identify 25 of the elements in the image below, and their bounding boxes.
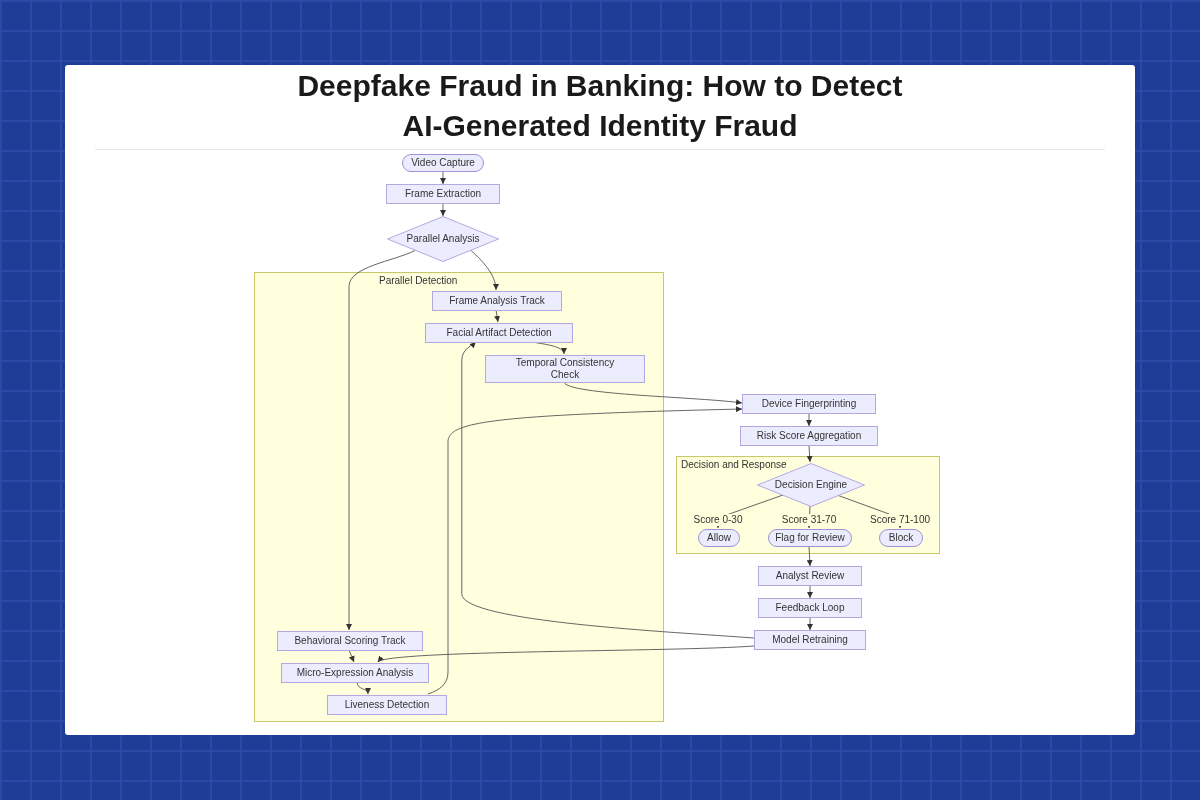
- process-step: Frame Analysis Track: [432, 291, 562, 311]
- process-step: Model Retraining: [754, 630, 866, 650]
- process-step: Micro-Expression Analysis: [281, 663, 429, 683]
- outcome-pill: Allow: [698, 529, 740, 547]
- title: Deepfake Fraud in Banking: How to Detect AI-Generated Identity Fraud: [296, 68, 904, 144]
- process-step: Analyst Review: [758, 566, 862, 586]
- process-step: Liveness Detection: [327, 695, 447, 715]
- group-label: Decision and Response: [681, 459, 787, 471]
- process-step: Risk Score Aggregation: [740, 426, 878, 446]
- edge-label: Score 31-70: [779, 514, 839, 526]
- process-step: Facial Artifact Detection: [425, 323, 573, 343]
- process-step: Device Fingerprinting: [742, 394, 876, 414]
- process-step: Feedback Loop: [758, 598, 862, 618]
- decision-diamond: Parallel Analysis: [387, 216, 499, 262]
- outcome-pill: Flag for Review: [768, 529, 852, 547]
- edge-label: Score 71-100: [868, 514, 932, 526]
- terminal-pill: Video Capture: [402, 154, 484, 172]
- outcome-pill: Block: [879, 529, 923, 547]
- group-panel: [254, 272, 664, 722]
- edge-label: Score 0-30: [691, 514, 745, 526]
- process-step: Frame Extraction: [386, 184, 500, 204]
- process-step: Temporal Consistency Check: [485, 355, 645, 383]
- process-step: Behavioral Scoring Track: [277, 631, 423, 651]
- group-label: Parallel Detection: [379, 275, 458, 287]
- group-panel: [676, 456, 940, 554]
